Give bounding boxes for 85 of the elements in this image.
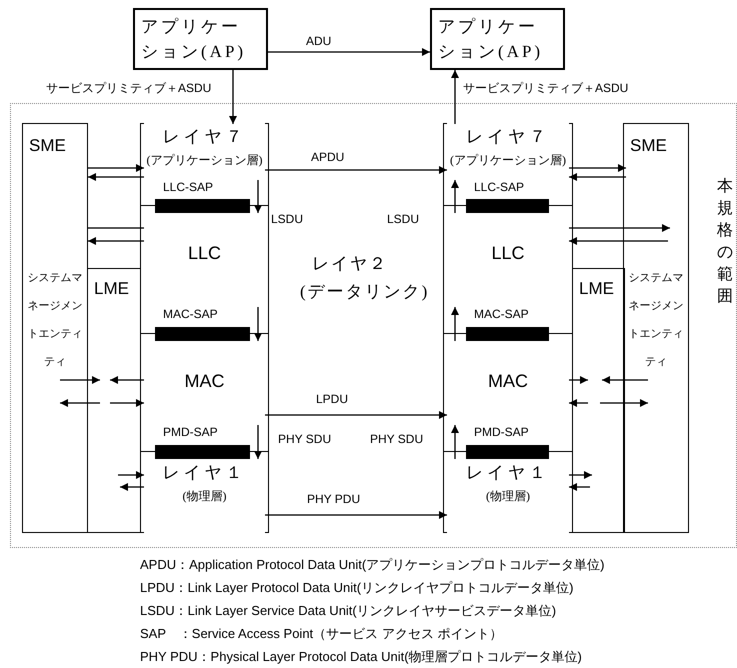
layer-label: (アプリケーション層) [146,152,262,169]
application-box [430,8,565,70]
arrow [569,237,668,245]
arrow [88,173,144,181]
entity-title: LME [94,279,129,299]
arrow [60,376,100,384]
arrow [569,471,592,479]
layer-label: MAC [184,371,224,392]
layer-label: レイヤ７ [466,126,550,148]
definition-text: APDU：Application Protocol Data Unit(アプリケーションプロトコルデータ単位) [140,556,604,574]
layer-label: レイヤ７ [162,126,246,148]
arrow [254,307,262,341]
edge-label: LPDU [315,392,350,406]
layer-management-box [87,268,141,533]
layer-label: (物理層) [182,488,226,505]
protocol-stack-box [443,123,573,533]
entity-name: システムマネージメントエンティティ [628,271,684,370]
definition-text: LPDU：Link Layer Protocol Data Unit(リンクレイヤプロトコルデータ単位) [140,579,574,597]
arrow [229,70,237,124]
arrow [88,237,144,245]
definition-text: LSDU：Link Layer Service Data Unit(リンクレイヤサービスデータ単位) [140,602,556,620]
management-entity-box [22,123,88,533]
protocol-stack-box [140,123,269,533]
scope-boundary [10,103,737,548]
box-label: アプリケーション(AP) [438,16,544,63]
edge-label: LSDU [270,212,304,226]
arrow [569,224,670,232]
layer-subtitle: (データリンク) [300,281,430,303]
arrow [265,511,447,519]
layer-label: MAC [488,371,528,392]
box-label: アプリケーション(AP) [141,16,248,63]
arrow [120,483,144,491]
access-point-label: MAC-SAP [163,307,218,321]
entity-title: LME [579,279,614,299]
arrow [60,399,100,407]
connector-line [88,227,144,229]
layer-label: (物理層) [486,488,530,505]
edge-label: PHY SDU [369,432,424,446]
entity-name: システムマネージメントエンティティ [26,271,84,370]
layer-management-box [572,268,625,533]
arrow [265,411,447,419]
scope-label: 本規格の範囲 [717,176,734,307]
arrow [569,483,590,491]
layer-title: レイヤ２ [312,253,388,275]
edge-label: ADU [305,34,332,48]
arrow [254,180,262,213]
arrow [569,399,588,407]
edge-label: PHY PDU [306,492,362,506]
edge-label: APDU [310,150,346,164]
entity-title: SME [29,136,66,156]
arrow [602,376,648,384]
definition-text: SAP ：Service Access Point（サービス アクセス ポイント） [140,625,502,643]
definition-text: PHY PDU：Physical Layer Protocol Data Unit(物理層プロトコルデータ単位) [140,648,582,666]
layer-label: LLC [188,243,222,264]
edge-label: サービスプリミティブ＋ASDU [45,80,212,97]
layer-label: レイヤ１ [162,462,246,484]
edge-label: LSDU [386,212,420,226]
arrow [451,180,459,213]
application-box [133,8,268,70]
arrow [254,425,262,459]
edge-label: サービスプリミティブ＋ASDU [462,80,630,97]
arrow [268,48,430,56]
arrow [451,70,459,124]
arrow [569,173,626,181]
layer-label: LLC [491,243,525,264]
arrow [569,164,626,172]
management-entity-box [623,123,689,533]
arrow [600,399,648,407]
arrow [569,376,588,384]
arrow [110,399,144,407]
entity-title: SME [630,136,667,156]
arrow [451,307,459,341]
layer-label: (アプリケーション層) [450,152,566,169]
access-point-label: PMD-SAP [163,425,218,439]
layer-label: レイヤ１ [466,462,550,484]
arrow [265,166,447,174]
access-point-label: LLC-SAP [474,180,524,194]
arrow [118,471,144,479]
arrow [110,376,144,384]
access-point-label: PMD-SAP [474,425,529,439]
arrow [451,425,459,459]
access-point-label: LLC-SAP [163,180,214,194]
edge-label: PHY SDU [277,432,332,446]
access-point-label: MAC-SAP [474,307,529,321]
arrow [88,164,144,172]
